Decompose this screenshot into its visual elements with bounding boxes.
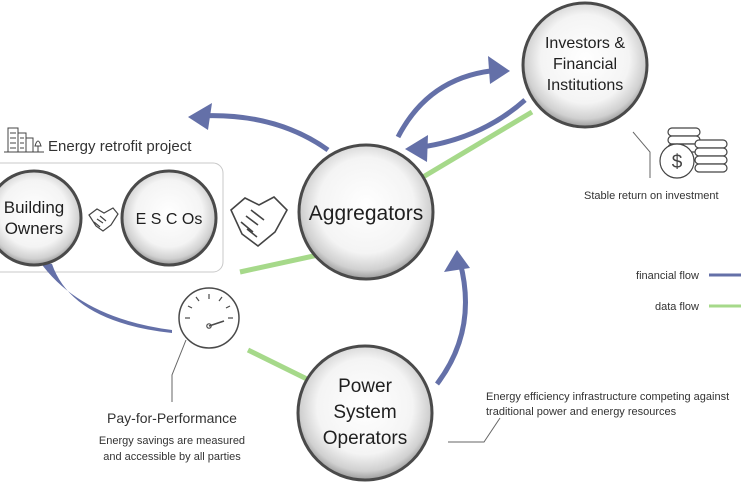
investors-line-2: Financial <box>553 56 617 73</box>
arrowhead-aggregators <box>405 135 428 162</box>
retrofit-project-box <box>0 162 224 273</box>
aggregators-label: Aggregators <box>309 202 423 225</box>
node-power-system-operators[interactable]: Power System Operators <box>296 344 434 482</box>
efficiency-line-1: Energy efficiency infrastructure competi… <box>486 391 729 403</box>
financial-flow-owners-to-meter <box>40 262 172 333</box>
data-flow-meter-operators <box>246 347 317 386</box>
financial-flow-operators-to-aggregators <box>435 261 468 386</box>
svg-text:Building: Building <box>4 198 65 217</box>
svg-text:$: $ <box>672 152 683 173</box>
financial-flow-aggregators-to-project <box>197 113 330 153</box>
handshake-icon-large <box>230 196 288 248</box>
pay-for-performance-title: Pay-for-Performance <box>107 410 237 426</box>
data-flow-meter-aggregators <box>239 252 319 275</box>
legend-data-label: data flow <box>655 301 699 313</box>
handshake-icon <box>88 207 119 232</box>
arrowhead-operators-to-aggregators <box>444 250 470 272</box>
operators-line-1: Power <box>338 376 393 397</box>
arrowhead-project <box>188 103 212 130</box>
building-owners-line-1: Building <box>4 198 65 217</box>
financial-flow-investors-to-aggregators <box>414 98 527 151</box>
group-title: Energy retrofit project <box>48 138 192 155</box>
gauge-meter-icon <box>178 287 240 349</box>
legend-financial-label: financial flow <box>636 270 699 282</box>
callout-pay-for-performance <box>171 339 187 402</box>
node-escos[interactable]: E S C Os <box>120 169 218 267</box>
efficiency-line-2: traditional power and energy resources <box>486 406 677 418</box>
callout-investment <box>632 131 651 178</box>
escos-label: E S C Os <box>136 211 203 228</box>
investment-annotation: Stable return on investment <box>584 190 719 202</box>
pay-for-performance-line-1: Energy savings are measured <box>99 435 245 447</box>
callout-efficiency <box>448 417 501 443</box>
arrowhead-investors <box>488 56 510 84</box>
pay-for-performance-line-2: and accessible by all parties <box>103 451 241 463</box>
node-aggregators[interactable]: Aggregators <box>297 143 435 281</box>
investors-line-1: Investors & <box>545 35 625 52</box>
building-owners-line-2: Owners <box>5 219 64 238</box>
operators-line-2: System <box>333 402 396 423</box>
office-building-icon <box>4 127 44 153</box>
investors-line-3: Institutions <box>547 77 623 94</box>
operators-line-3: Operators <box>323 428 407 449</box>
financial-flow-aggregators-to-investors <box>395 67 501 139</box>
node-building-owners[interactable]: Building Owners <box>0 169 83 267</box>
coin-stack-dollar-icon: $ <box>659 127 728 179</box>
data-flow-aggregators-investors <box>416 109 534 183</box>
svg-text:Owners: Owners <box>5 219 64 238</box>
node-investors[interactable]: Investors & Financial Institutions <box>521 1 649 129</box>
